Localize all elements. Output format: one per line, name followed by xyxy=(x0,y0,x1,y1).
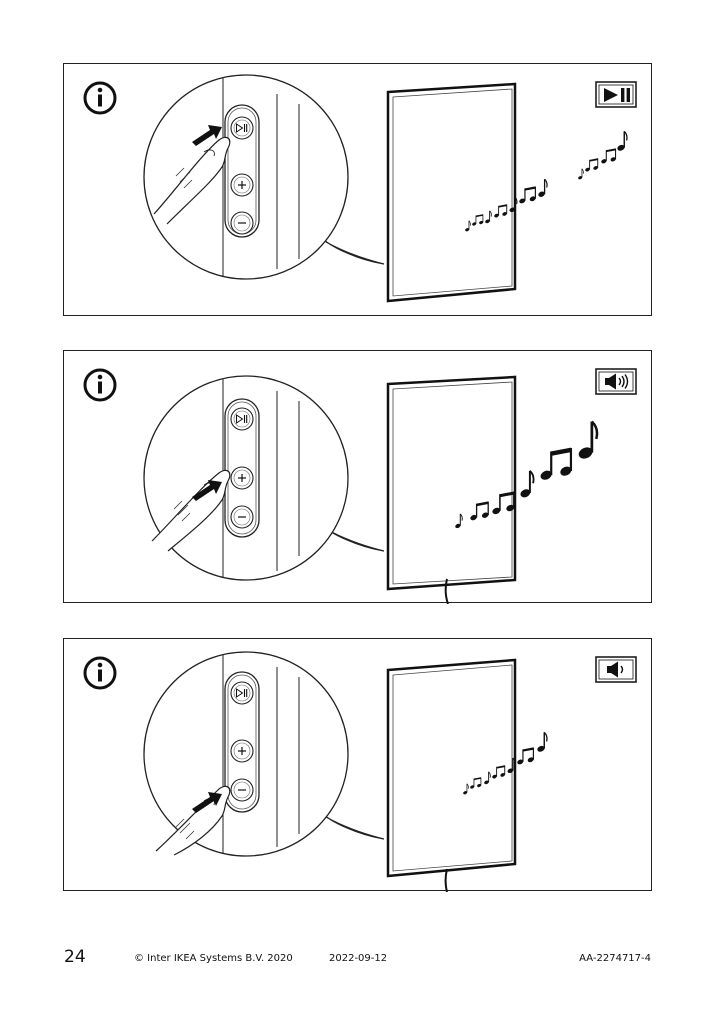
page-footer: 24 © Inter IKEA Systems B.V. 2020 2022-0… xyxy=(0,947,714,971)
plus-icon xyxy=(238,474,246,482)
press-arrow-icon xyxy=(192,125,222,146)
press-arrow-icon xyxy=(192,792,222,813)
info-icon xyxy=(83,81,117,115)
speaker-frame xyxy=(386,658,517,892)
speaker-frame xyxy=(386,375,517,604)
document-id: AA-2274717-4 xyxy=(579,953,651,964)
hand-illustration xyxy=(153,136,231,225)
play-pause-button-icon xyxy=(236,123,248,133)
speaker-frame xyxy=(386,82,517,303)
magnified-button-panel xyxy=(143,74,385,280)
press-arrow-icon xyxy=(192,480,222,501)
info-icon xyxy=(83,656,117,690)
instruction-panel-play-pause xyxy=(63,63,652,316)
speaker-loud-icon xyxy=(595,368,637,395)
magnified-button-panel xyxy=(143,651,385,857)
plus-icon xyxy=(238,747,246,755)
speaker-quiet-icon xyxy=(595,656,637,683)
instruction-panel-volume-down xyxy=(63,638,652,892)
plus-icon xyxy=(238,181,246,189)
copyright-text: © Inter IKEA Systems B.V. 2020 xyxy=(134,953,293,964)
play-pause-button-icon xyxy=(236,688,248,698)
document-date: 2022-09-12 xyxy=(329,953,388,964)
play-pause-indicator-icon xyxy=(595,81,637,108)
play-pause-button-icon xyxy=(236,414,248,424)
info-icon xyxy=(83,368,117,402)
page-number: 24 xyxy=(64,947,86,967)
magnified-button-panel xyxy=(143,375,385,581)
instruction-panel-volume-up xyxy=(63,350,652,604)
